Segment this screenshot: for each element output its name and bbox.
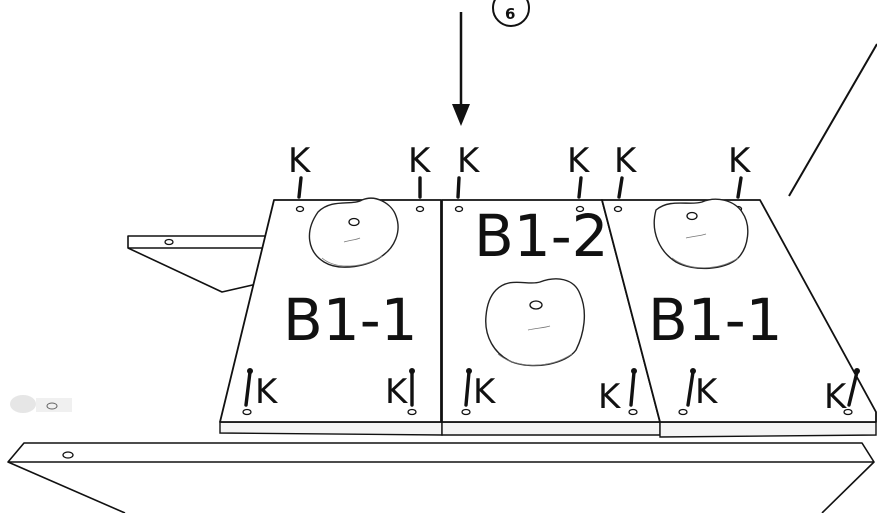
left-support-beam [127, 235, 275, 293]
step-number: 6 [505, 5, 515, 23]
screw [297, 176, 303, 199]
panel-b1-1-right: B1-1 [601, 198, 877, 438]
loose-washer [10, 395, 72, 413]
screw [736, 176, 743, 199]
screw-label-k: K [695, 372, 719, 412]
screw [409, 368, 415, 407]
screw [847, 368, 860, 407]
screw-label-k: K [614, 141, 638, 181]
screw [577, 176, 583, 199]
screw-label-k: K [567, 141, 591, 181]
screw-label-k: K [598, 377, 622, 417]
step-callout: 6 [492, 0, 530, 27]
screw [617, 176, 624, 199]
screw-label-k: K [728, 141, 752, 181]
screw-label-k: K [255, 372, 279, 412]
climbing-hold [485, 278, 586, 367]
screw-label-k: K [408, 141, 432, 181]
climbing-hold [653, 198, 749, 270]
screw-label-k: K [288, 141, 312, 181]
panel-b1-2-middle: B1-2 [441, 199, 661, 436]
leader-line [788, 43, 877, 197]
screw [686, 368, 696, 407]
bottom-frame-rail [7, 442, 875, 513]
screw [456, 176, 461, 199]
climbing-hold [308, 197, 399, 268]
panel-label: B1-1 [648, 286, 783, 354]
screw [464, 368, 472, 407]
screw-label-k: K [385, 372, 409, 412]
panel-b1-1-left: B1-1 [219, 197, 443, 436]
panel-label: B1-1 [283, 286, 418, 354]
screw-label-k: K [457, 141, 481, 181]
screw-label-k: K [824, 377, 848, 417]
screw [244, 368, 253, 407]
panel-label: B1-2 [474, 202, 609, 270]
screw-label-k: K [473, 372, 497, 412]
insert-arrow [452, 12, 470, 126]
screw [629, 368, 637, 407]
